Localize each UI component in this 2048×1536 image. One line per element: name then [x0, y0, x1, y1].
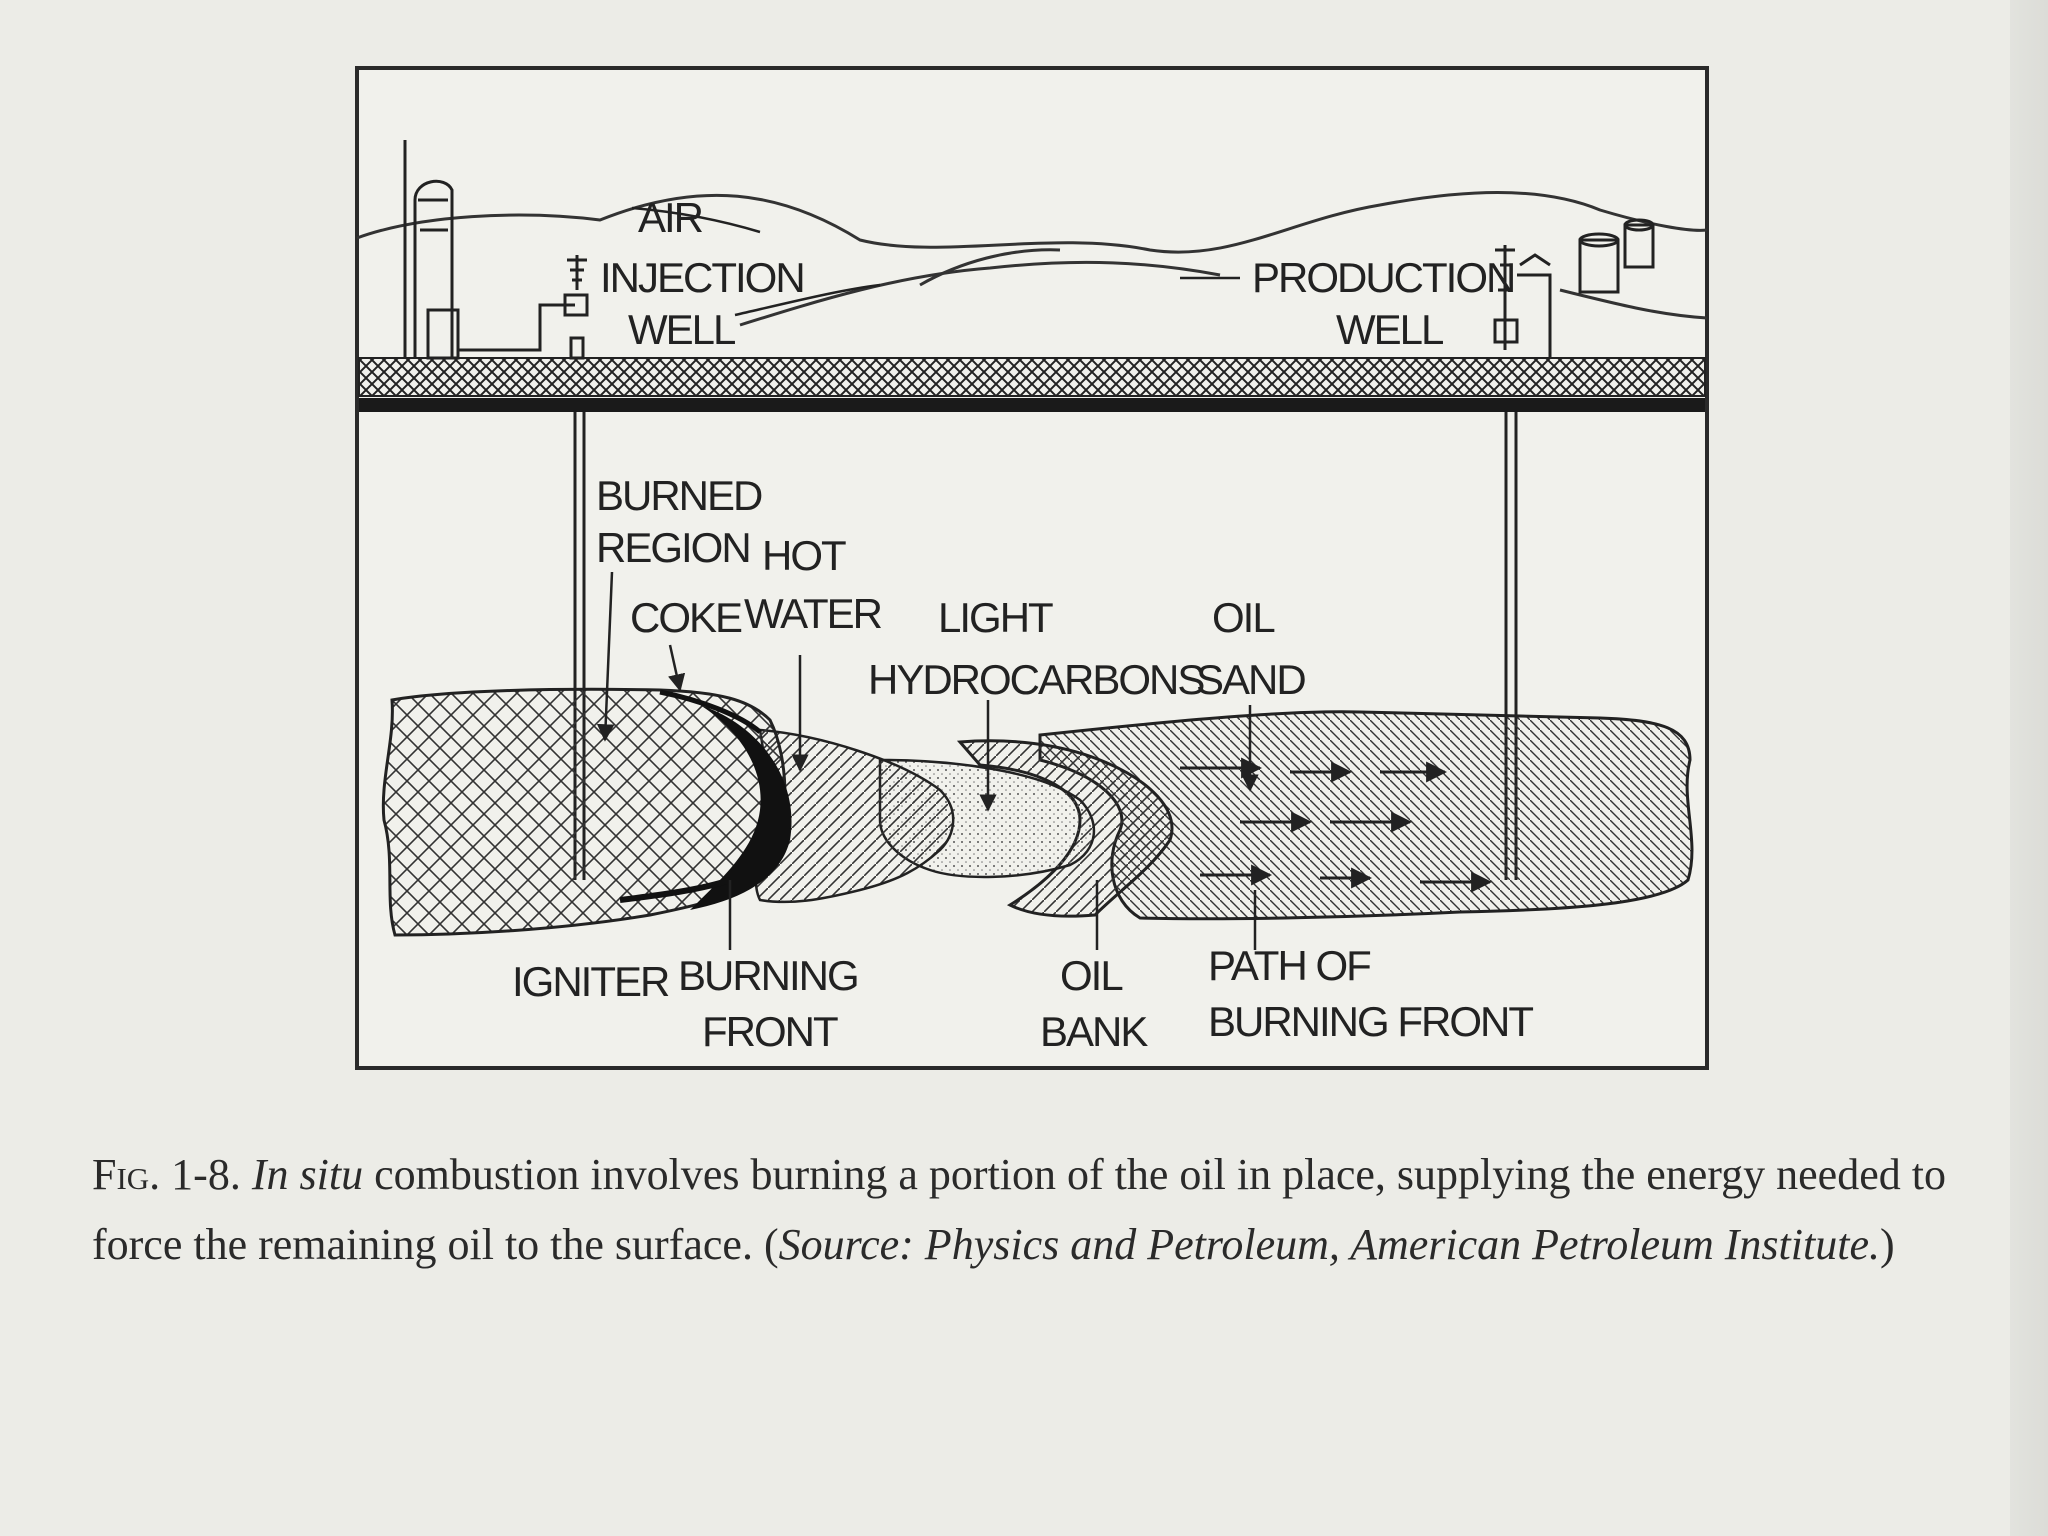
label-coke: COKE: [630, 594, 742, 641]
label-igniter: IGNITER: [512, 958, 669, 1005]
label-sand: SAND: [1196, 656, 1305, 703]
label-light: LIGHT: [938, 594, 1053, 641]
label-oil-bank-line2: BANK: [1040, 1008, 1148, 1055]
label-region: REGION: [596, 524, 750, 571]
label-oil-bank-line1: OIL: [1060, 952, 1122, 999]
label-oil-top: OIL: [1212, 594, 1274, 641]
label-burning-front-line1: BURNING: [678, 952, 858, 999]
caption-figure-number: Fig. 1-8.: [92, 1150, 241, 1199]
figure-caption: Fig. 1-8. In situ combustion involves bu…: [92, 1140, 1972, 1280]
caption-source-close: ): [1880, 1220, 1895, 1269]
label-production: PRODUCTION: [1252, 254, 1514, 301]
label-well-left: WELL: [628, 306, 735, 353]
caption-source-open: (: [764, 1220, 779, 1269]
surface-base-line: [359, 398, 1705, 412]
label-hot: HOT: [762, 532, 846, 579]
label-injection: INJECTION: [600, 254, 804, 301]
label-burning-front-path: BURNING FRONT: [1208, 998, 1533, 1045]
surface-strata-band: [359, 358, 1705, 396]
label-water: WATER: [744, 590, 882, 637]
label-hydrocarbons: HYDROCARBONS: [868, 656, 1204, 703]
label-air: AIR: [638, 194, 703, 241]
caption-source: Source: Physics and Petroleum, American …: [779, 1220, 1880, 1269]
label-burned: BURNED: [596, 472, 762, 519]
label-path-of: PATH OF: [1208, 942, 1370, 989]
caption-in-situ: In situ: [252, 1150, 363, 1199]
label-well-right: WELL: [1336, 306, 1443, 353]
label-burning-front-line2: FRONT: [702, 1008, 838, 1055]
